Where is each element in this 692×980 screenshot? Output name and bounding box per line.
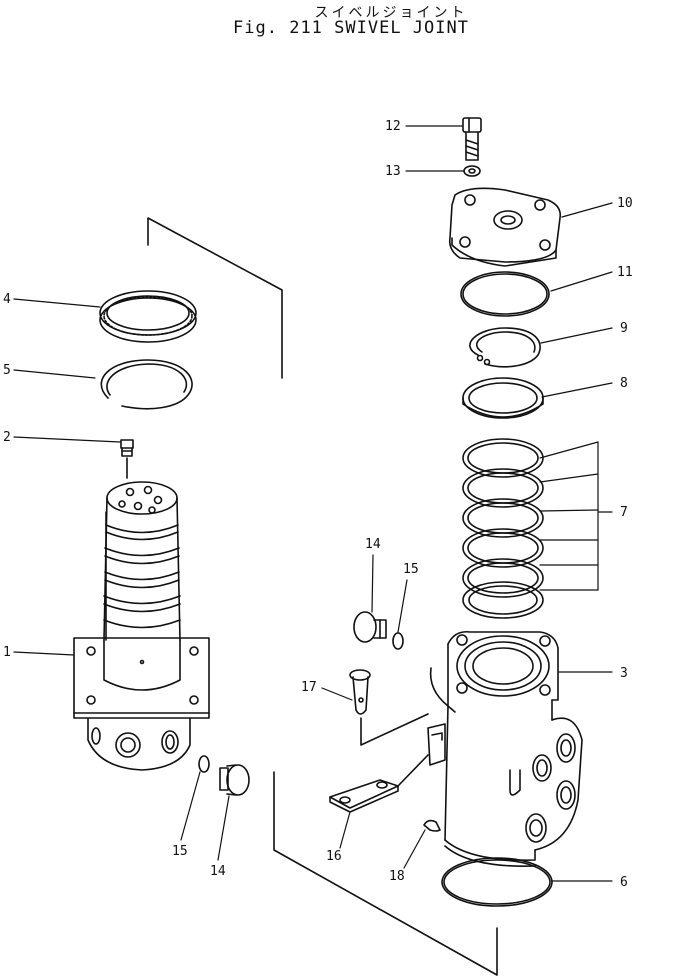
assembly-line-stopper	[397, 754, 429, 787]
part-4-oil-seal	[99, 290, 197, 343]
callout-4: 4	[3, 292, 11, 307]
part-11-o-ring	[460, 271, 550, 317]
part-7-seal-rings	[462, 438, 544, 619]
callout-5: 5	[3, 363, 11, 378]
callout-14-left: 14	[210, 864, 226, 879]
callout-12: 12	[385, 119, 401, 134]
callout-11: 11	[617, 265, 633, 280]
callout-7: 7	[620, 505, 628, 520]
figure-title: Fig. 211 SWIVEL JOINT	[233, 18, 469, 38]
part-18-cotter-pin	[423, 819, 441, 832]
part-5-snap-ring	[100, 359, 193, 410]
part-17-pin	[349, 669, 371, 715]
callout-8: 8	[620, 376, 628, 391]
callout-13: 13	[385, 164, 401, 179]
callout-15-right: 15	[403, 562, 419, 577]
callout-10: 10	[617, 196, 633, 211]
callout-3: 3	[620, 666, 628, 681]
part-14-plug-right	[353, 611, 387, 643]
callout-14-right: 14	[365, 537, 381, 552]
part-6-o-ring	[441, 857, 553, 907]
part-15-o-ring-right	[392, 632, 404, 650]
part-15-o-ring-left	[198, 755, 210, 773]
callout-18: 18	[389, 869, 405, 884]
leader-lines	[13, 125, 613, 882]
assembly-bracket-lower	[273, 771, 498, 976]
part-8-ring	[462, 377, 544, 419]
part-13-washer	[463, 165, 481, 177]
callout-1: 1	[3, 645, 11, 660]
assembly-bracket-upper	[147, 217, 283, 379]
part-16-stopper	[329, 779, 399, 813]
callout-15-left: 15	[172, 844, 188, 859]
callout-2: 2	[3, 430, 11, 445]
part-3-body	[427, 630, 583, 867]
part-9-snap-ring	[469, 327, 541, 368]
figure-title-japanese: スイベルジョイント	[314, 5, 468, 21]
part-1-shaft	[73, 481, 210, 771]
callout-16: 16	[326, 849, 342, 864]
assembly-line-pin	[360, 713, 429, 746]
part-14-plug-left	[219, 764, 250, 796]
part-2-plug	[120, 439, 134, 479]
callout-17: 17	[301, 680, 317, 695]
part-10-cover	[448, 187, 562, 267]
part-12-bolt	[462, 117, 482, 161]
callout-9: 9	[620, 321, 628, 336]
callout-6: 6	[620, 875, 628, 890]
